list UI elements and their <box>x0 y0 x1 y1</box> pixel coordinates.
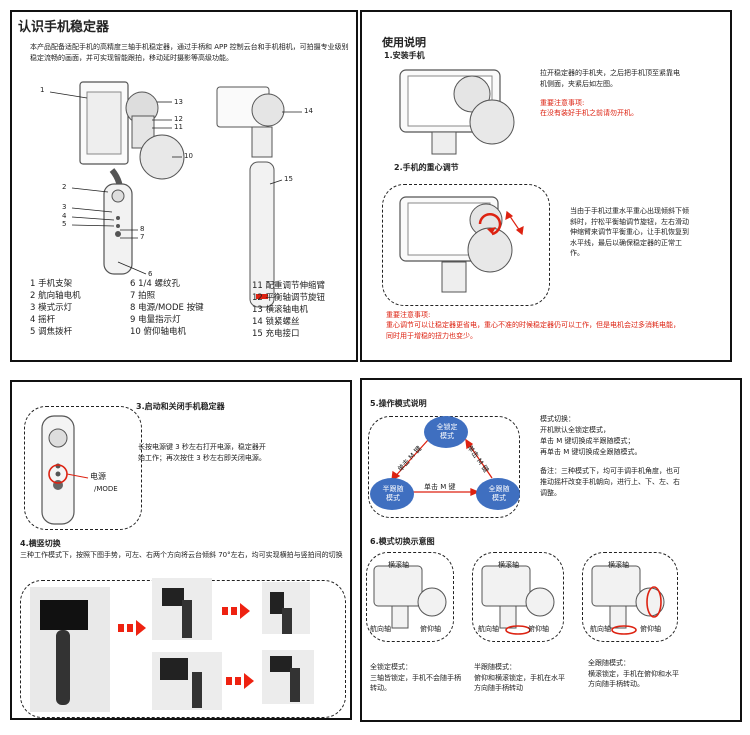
install-phone-text: 拉开稳定器的手机夹，之后把手机顶至紧靠电机侧面，夹紧后如左图。 <box>540 69 680 88</box>
instructions-title: 使用说明 <box>382 36 426 49</box>
axis-yaw-label-2: 航向轴 <box>478 625 499 633</box>
balance-note-title: 重要注意事项: <box>386 311 431 319</box>
balance-note-text: 重心调节可以让稳定器更省电，重心不准的时候稳定器仍可以工作，但是电机会过多消耗电… <box>386 321 680 340</box>
balance-heading: 2.手机的重心调节 <box>394 163 459 172</box>
full-follow-caption: 全跟随模式：横滚锁定，手机在俯仰和水平方向随手柄转动。 <box>588 659 679 688</box>
modes-heading: 5.操作模式说明 <box>370 399 427 408</box>
orientation-heading: 4.横竖切换 <box>20 539 61 548</box>
install-note-text: 在没有装好手机之前请勿开机。 <box>540 109 638 117</box>
install-note-title: 重要注意事项: <box>540 99 585 107</box>
panel-instructions: 使用说明 1.安装手机 拉开稳定器的手机夹，之后把手机顶至紧靠电机侧面，夹紧后如… <box>360 10 732 362</box>
callout-3: 3 <box>62 203 67 211</box>
callout-5: 5 <box>62 220 67 228</box>
callout-13: 13 <box>174 98 183 106</box>
axis-roll-label-3: 横滚轴 <box>608 561 629 569</box>
callout-8: 8 <box>140 225 145 233</box>
node-half-follow: 半跟随模式 <box>382 485 404 502</box>
axis-yaw-label-1: 航向轴 <box>370 625 391 633</box>
install-phone-heading: 1.安装手机 <box>384 51 425 60</box>
balance-text: 当由于手机过重水平重心出现倾斜下倾斜时，拧松平衡轴调节旋钮，左右滑动伸缩臂来调节… <box>570 207 689 257</box>
mode-axis-drawings <box>373 565 665 635</box>
power-text: 长按电源键 3 秒左右打开电源，稳定器开始工作；再次按住 3 秒左右即关闭电源。 <box>138 443 266 462</box>
callout-11: 11 <box>174 123 183 131</box>
callout-14: 14 <box>304 107 313 115</box>
axis-pitch-label-2: 俯仰轴 <box>528 625 549 633</box>
mode-diagram-heading: 6.模式切换示意图 <box>370 537 435 546</box>
orientation-text: 三种工作模式下，按照下图手势，可左、右两个方向将云台倾斜 70°左右，均可实现横… <box>20 551 343 559</box>
mode-note-text: 备注：三种模式下，均可手调手机角度，也可推动摇杆改变手机朝向，进行上、下、左、右… <box>540 467 680 497</box>
edge-label-bottom: 单击 M 键 <box>424 483 456 491</box>
intro-text: 本产品配备适配手机的高精度三轴手机稳定器，通过手柄和 APP 控制云台和手机相机… <box>30 43 349 62</box>
callout-2: 2 <box>62 183 67 191</box>
callout-7: 7 <box>140 233 145 241</box>
mode-label: /MODE <box>94 485 118 493</box>
install-phone-drawing <box>399 69 524 293</box>
panel-know-stabilizer: 认识手机稳定器 本产品配备适配手机的高精度三轴手机稳定器，通过手柄和 APP 控… <box>10 10 358 362</box>
axis-yaw-label-3: 航向轴 <box>590 625 611 633</box>
callout-6: 6 <box>148 270 153 278</box>
power-dashed-frame <box>24 406 142 530</box>
callout-10: 10 <box>184 152 193 160</box>
mode-cycle-diagram <box>370 416 520 510</box>
node-full-follow: 全跟随模式 <box>488 485 510 502</box>
orientation-photos <box>30 578 314 712</box>
panel-modes: 5.操作模式说明 全锁定模式 半跟随模式 全跟随模式 单击 M 键 单击 M 键… <box>360 378 742 722</box>
axis-roll-label-2: 横滚轴 <box>498 561 519 569</box>
page-title: 认识手机稳定器 <box>18 20 110 35</box>
full-lock-frame <box>366 552 454 642</box>
balance-dashed-frame <box>382 184 550 306</box>
full-follow-frame <box>582 552 678 642</box>
axis-pitch-label-1: 俯仰轴 <box>420 625 441 633</box>
power-label: 电源 <box>90 472 106 481</box>
power-heading: 3.启动和关闭手机稳定器 <box>136 402 225 411</box>
full-lock-caption: 全锁定模式：三轴皆锁定，手机不会随手柄转动。 <box>370 663 461 692</box>
panel-power-orientation: 电源 /MODE 3.启动和关闭手机稳定器 长按电源键 3 秒左右打开电源，稳定… <box>10 380 352 720</box>
callout-15: 15 <box>284 175 293 183</box>
callout-4: 4 <box>62 212 67 220</box>
axis-roll-label-1: 横滚轴 <box>388 561 409 569</box>
axis-pitch-label-3: 俯仰轴 <box>640 625 661 633</box>
half-follow-caption: 半跟随模式：俯仰和横滚锁定，手机在水平方向随手柄转动 <box>474 663 565 692</box>
mode-switch-text: 模式切换：开机默认全锁定模式，单击 M 键切换成半跟随模式；再单击 M 键切换成… <box>540 415 642 456</box>
stabilizer-front-drawing <box>49 81 302 308</box>
callout-12: 12 <box>174 115 183 123</box>
half-follow-frame <box>472 552 564 642</box>
node-full-lock: 全锁定模式 <box>436 423 458 440</box>
power-handle-drawing <box>41 415 89 525</box>
callout-1: 1 <box>40 86 45 94</box>
